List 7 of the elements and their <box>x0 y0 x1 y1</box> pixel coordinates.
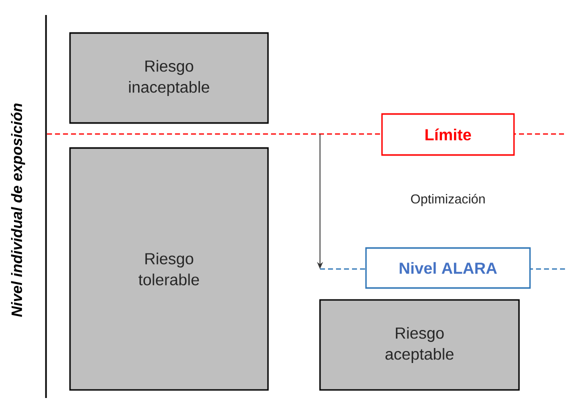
risk-box: Riesgo aceptable <box>319 299 520 391</box>
axis-title: Nivel individual de exposición <box>10 104 26 317</box>
alara-box: Nivel ALARA <box>365 247 531 289</box>
risk-box: Riesgo tolerable <box>69 147 269 391</box>
optimization-label: Optimización <box>411 194 485 206</box>
risk-box: Riesgo inaceptable <box>69 32 269 124</box>
limit-box: Límite <box>381 113 515 156</box>
